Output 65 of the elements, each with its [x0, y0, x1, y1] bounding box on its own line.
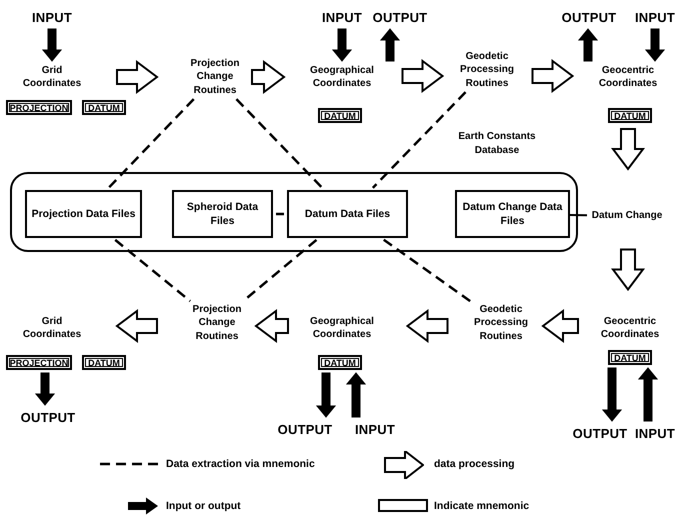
data-file-box: Projection Data Files [25, 190, 142, 238]
coordinate-label: Geographical Coordinates [288, 64, 396, 90]
io-label: INPUT [27, 8, 77, 26]
processing-arrow [116, 60, 159, 94]
dashed-connector [383, 238, 472, 302]
io-label: OUTPUT [14, 408, 82, 426]
processing-arrow [611, 128, 645, 171]
legend-text: Input or output [166, 499, 241, 513]
processing-arrow [406, 309, 448, 343]
dashed-connector [372, 91, 466, 189]
io-arrow [380, 28, 400, 62]
io-label: OUTPUT [570, 424, 630, 442]
legend-text: Data extraction via mnemonic [166, 457, 315, 471]
dashed-connector [276, 212, 284, 216]
processing-arrow [532, 59, 574, 93]
mnemonic-box: DATUM [82, 355, 126, 370]
legend-text: data processing [434, 457, 515, 471]
coordinate-label: Geocentric Coordinates [580, 64, 676, 90]
coordinate-label: Grid Coordinates [12, 315, 92, 341]
io-label: OUTPUT [371, 8, 429, 26]
mnemonic-box: PROJECTION [6, 100, 72, 115]
io-label: OUTPUT [560, 8, 618, 26]
coordinate-label: Grid Coordinates [12, 64, 92, 90]
dashed-connector [236, 98, 324, 189]
routine-label: Projection Change Routines [182, 57, 248, 97]
mnemonic-box: DATUM [82, 100, 126, 115]
data-file-box: Datum Change Data Files [455, 190, 570, 238]
io-label: INPUT [630, 8, 680, 26]
mnemonic-box: DATUM [608, 108, 652, 123]
io-arrow [644, 28, 666, 62]
io-arrow [316, 372, 336, 418]
processing-arrow [254, 309, 289, 343]
dashed-connector [108, 98, 195, 189]
io-label: INPUT [317, 8, 367, 26]
io-arrow [34, 372, 56, 406]
legend-text: Indicate mnemonic [434, 499, 530, 513]
processing-arrow [115, 309, 158, 343]
io-label: INPUT [350, 420, 400, 438]
mnemonic-box: DATUM [318, 108, 362, 123]
database-heading: Earth Constants Database [457, 130, 537, 157]
routine-label: Geodetic Processing Routines [449, 50, 525, 90]
data-file-box: Datum Data Files [287, 190, 408, 238]
connector-line [570, 214, 588, 216]
io-label: INPUT [630, 424, 680, 442]
processing-arrow [402, 59, 444, 93]
mnemonic-box: DATUM [608, 350, 652, 365]
io-arrow [638, 367, 658, 422]
mnemonic-box: DATUM [318, 355, 362, 370]
io-arrow [346, 372, 366, 418]
processing-arrow [541, 309, 579, 343]
mnemonic-box: PROJECTION [6, 355, 72, 370]
io-arrow [578, 28, 598, 62]
io-arrow [332, 28, 352, 62]
coordinate-label: Geocentric Coordinates [582, 315, 678, 341]
io-arrow [42, 28, 62, 62]
processing-arrow [251, 60, 286, 94]
coordinate-label: Geographical Coordinates [292, 315, 392, 341]
datum-change-label: Datum Change [587, 208, 667, 224]
data-file-box: Spheroid Data Files [172, 190, 273, 238]
processing-arrow [611, 248, 645, 292]
io-label: OUTPUT [275, 420, 335, 438]
routine-label: Projection Change Routines [182, 303, 252, 343]
routine-label: Geodetic Processing Routines [463, 303, 539, 343]
dashed-connector [114, 238, 191, 302]
io-arrow [602, 368, 622, 422]
